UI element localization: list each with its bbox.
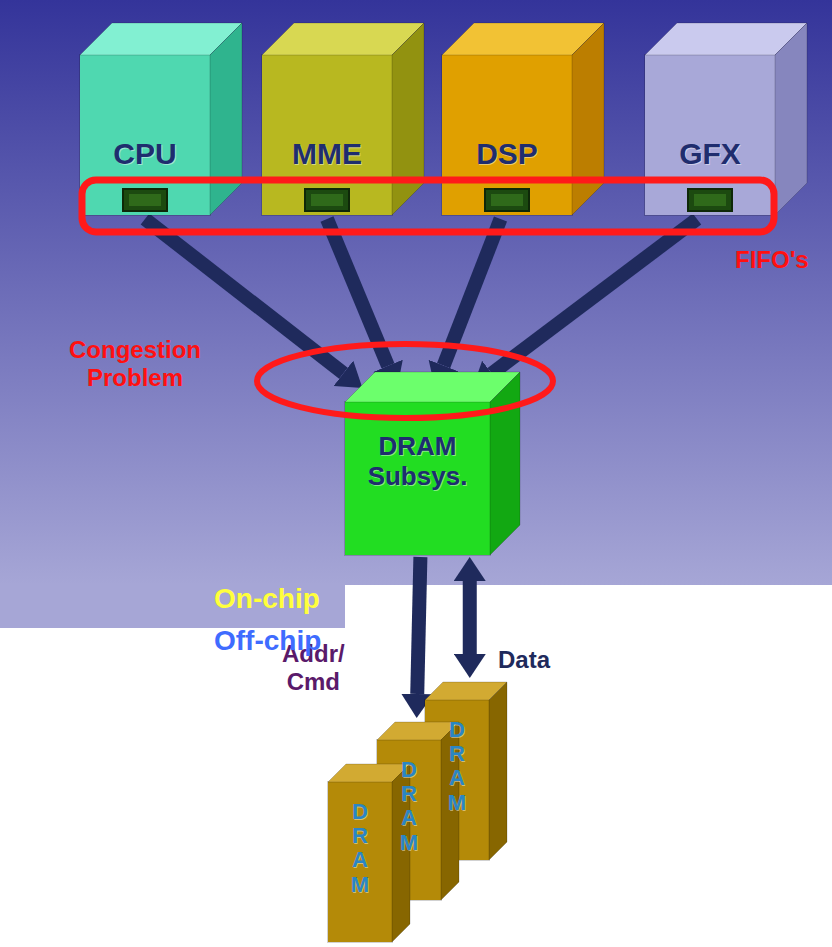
block-label: GFX [679, 137, 741, 172]
cube-side [392, 23, 424, 215]
cube-faces [80, 55, 210, 215]
fifo-highlight [82, 180, 774, 232]
on-chip-region [0, 584, 345, 628]
fifo-buffer-inner [491, 194, 523, 206]
processor-block: CPU [80, 55, 210, 215]
fifo-buffer [305, 189, 349, 211]
block-label: DRAM Subsys. [368, 432, 468, 492]
block-label: DSP [476, 137, 538, 172]
cube-faces [442, 55, 572, 215]
cube-side [210, 23, 242, 215]
chip-label: DRAM [349, 800, 371, 897]
cube-side [775, 23, 807, 215]
cube-faces [262, 55, 392, 215]
cube-faces [645, 55, 775, 215]
processor-block: MME [262, 55, 392, 215]
fifo-label: FIFO's [735, 246, 809, 274]
region-label: On-chip [214, 583, 320, 615]
block-label: CPU [113, 137, 176, 172]
bus-arrow [444, 219, 501, 366]
cube-top [345, 372, 520, 402]
cube-side [490, 372, 520, 555]
fifo-buffer-inner [311, 194, 343, 206]
bus-arrow [417, 557, 420, 694]
cube-side [572, 23, 604, 215]
cube-side [392, 764, 410, 942]
fifo-buffer [688, 189, 732, 211]
block-label: MME [292, 137, 362, 172]
fifo-buffer-inner [129, 194, 161, 206]
chip-label: DRAM [446, 718, 468, 815]
region-label: Off-chip [214, 625, 321, 657]
cube-side [441, 722, 459, 900]
congestion-highlight [257, 344, 553, 418]
cube-side [489, 682, 507, 860]
memory-controller: DRAM Subsys. [345, 402, 490, 555]
processor-block: DSP [442, 55, 572, 215]
fifo-buffer [485, 189, 529, 211]
bus-arrow [492, 219, 697, 374]
fifo-buffer-inner [694, 194, 726, 206]
fifo-buffer [123, 189, 167, 211]
bus-label: Data [498, 646, 550, 674]
bus-arrow [327, 219, 388, 366]
chip-label: DRAM [398, 758, 420, 855]
bus-arrow [463, 581, 477, 654]
on-chip-region [0, 0, 832, 585]
dram-chip: DRAM [328, 782, 392, 942]
problem-label: Congestion Problem [22, 336, 248, 391]
processor-block: GFX [645, 55, 775, 215]
